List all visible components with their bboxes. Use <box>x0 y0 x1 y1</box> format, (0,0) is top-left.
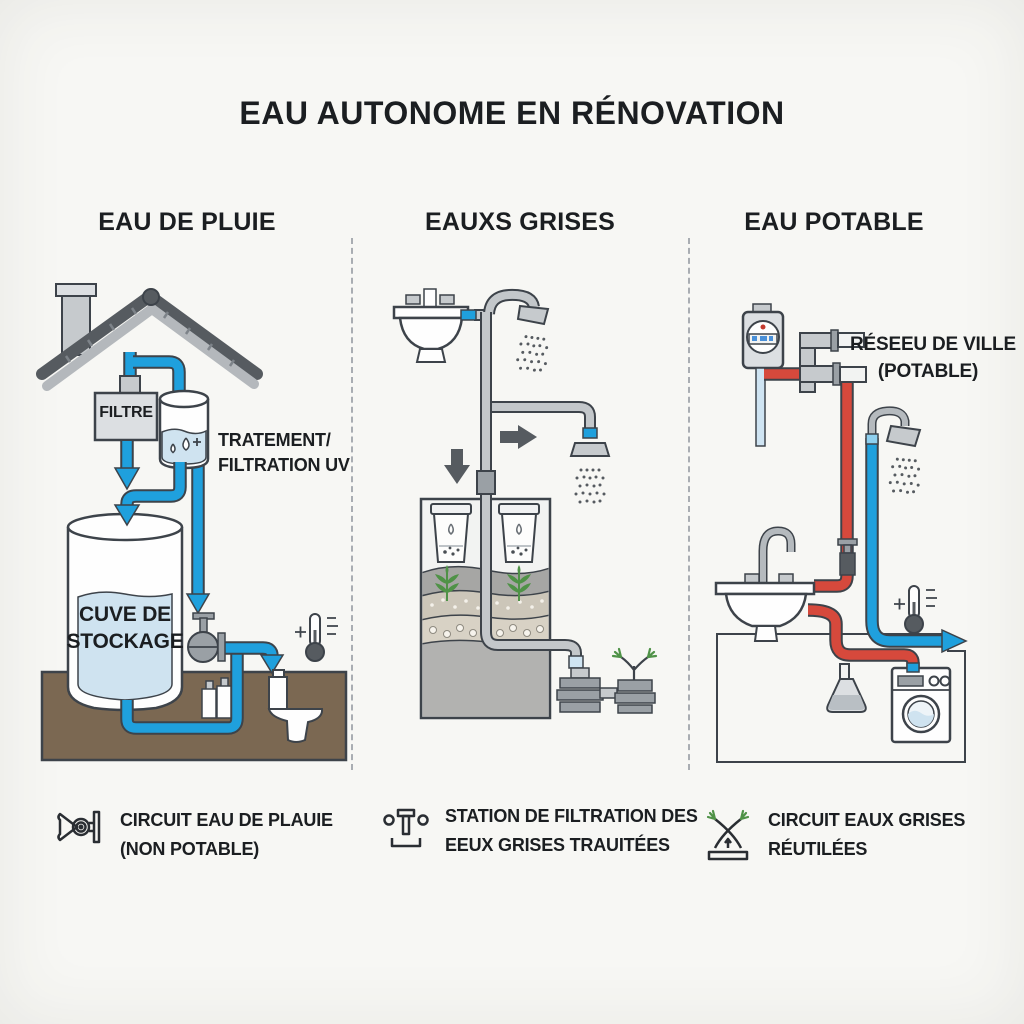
shower-head-icon <box>867 406 922 495</box>
legend-line2: RÉUTILÉES <box>768 839 868 859</box>
filter-box <box>93 391 159 442</box>
legend-rainwater: CIRCUIT EAU DE PLAUIE (NON POTABLE) <box>56 806 333 864</box>
roof-icon <box>36 288 263 391</box>
column-header-greywater: EAUXS GRISES <box>425 208 615 236</box>
legend-text: STATION DE FILTRATION DES EEUX GRISES TR… <box>445 802 698 860</box>
pipe-sleeve <box>582 427 598 439</box>
legend-greywater: STATION DE FILTRATION DES EEUX GRISES TR… <box>381 802 698 860</box>
shutoff-valve-icon <box>837 538 858 576</box>
column-divider <box>351 238 353 770</box>
uv-treatment-unit <box>158 389 210 470</box>
legend-line1: CIRCUIT EAU DE PLAUIE <box>120 810 333 830</box>
bathroom-sink-icon <box>714 526 816 642</box>
greywater-panel <box>392 288 658 720</box>
rainwater-panel <box>36 283 348 762</box>
legend-line1: CIRCUIT EAUX GRISES <box>768 810 966 830</box>
pipe-fittings-icon <box>799 329 867 393</box>
washbasin-icon <box>392 288 470 363</box>
flow-arrowhead <box>113 467 141 491</box>
legend-text: CIRCUIT EAU DE PLAUIE (NON POTABLE) <box>120 806 333 864</box>
temperature-icon <box>893 585 938 634</box>
storage-tank <box>66 512 184 712</box>
column-header-rainwater: EAU DE PLUIE <box>98 208 276 236</box>
city-water-pipe <box>764 367 854 593</box>
treatment-label: TRATEMENT/ FILTRATION UV <box>218 428 350 478</box>
filter-cup-icon <box>430 503 472 563</box>
flow-arrowhead <box>259 654 285 675</box>
pipe-sleeve <box>865 433 879 445</box>
right-arrow-icon <box>500 425 537 449</box>
shower-head-icon <box>569 442 611 504</box>
down-arrow-icon <box>444 449 470 484</box>
legend-line2: (NON POTABLE) <box>120 839 260 859</box>
filter-label: FILTRE <box>99 404 153 421</box>
filter-cup-icon <box>498 503 540 563</box>
legend-line1: STATION DE FILTRATION DES <box>445 806 698 826</box>
temperature-icon <box>294 613 339 662</box>
flow-arrowhead <box>941 628 968 654</box>
filtration-layers <box>422 564 549 717</box>
column-divider <box>688 238 690 770</box>
reused-greywater-icon <box>706 809 750 861</box>
filtration-station-icon <box>383 808 429 848</box>
tank-label-line2: STOCKAGE <box>66 630 184 653</box>
page-title: EAU AUTONOME EN RÉNOVATION <box>239 95 785 131</box>
treatment-label-line2: FILTRATION UV <box>218 455 350 475</box>
water-meter-icon <box>741 303 785 370</box>
potable-panel <box>714 303 968 763</box>
legend-text: CIRCUIT EAUX GRISES RÉUTILÉES <box>768 806 965 864</box>
flow-arrowhead <box>185 593 211 615</box>
city-network-label-line2: (POTABLE) <box>877 361 979 382</box>
irrigation-unit-icon <box>611 647 658 714</box>
toilet-icon <box>267 669 324 743</box>
tank-label-line1: CUVE DE <box>79 603 171 626</box>
city-network-label-line1: RÉSEEU DE VILLE <box>850 334 1016 355</box>
sand-speckles <box>430 598 544 610</box>
flask-icon <box>826 663 867 713</box>
legend-line2: EEUX GRISES TRAUITÉES <box>445 835 670 855</box>
meter-drop-pipe <box>755 367 766 447</box>
shower-head-icon <box>514 304 551 374</box>
valve-icon <box>57 810 101 844</box>
ball-valve-icon <box>187 612 226 663</box>
filtration-tank <box>419 497 552 720</box>
cold-water-pipe <box>865 438 943 648</box>
washing-machine-icon <box>890 666 952 744</box>
treatment-label-line1: TRATEMENT/ <box>218 430 331 450</box>
legend-reused-greywater: CIRCUIT EAUX GRISES RÉUTILÉES <box>704 806 965 864</box>
filter-inlet <box>119 375 141 395</box>
filter-cartridges-icon <box>201 677 232 719</box>
flow-arrowhead <box>113 504 141 527</box>
city-network-label: RÉSEEU DE VILLE (POTABLE) <box>850 331 1016 385</box>
pump-icon <box>556 667 618 713</box>
column-header-potable: EAU POTABLE <box>744 208 924 236</box>
base-layer <box>422 639 549 717</box>
pipe-connector <box>476 470 496 495</box>
pipe-sleeve <box>906 662 920 673</box>
pipe-sleeve <box>568 655 584 669</box>
storage-tank-label: CUVE DE STOCKAGE <box>63 601 187 655</box>
pipe-sleeve <box>460 309 477 321</box>
